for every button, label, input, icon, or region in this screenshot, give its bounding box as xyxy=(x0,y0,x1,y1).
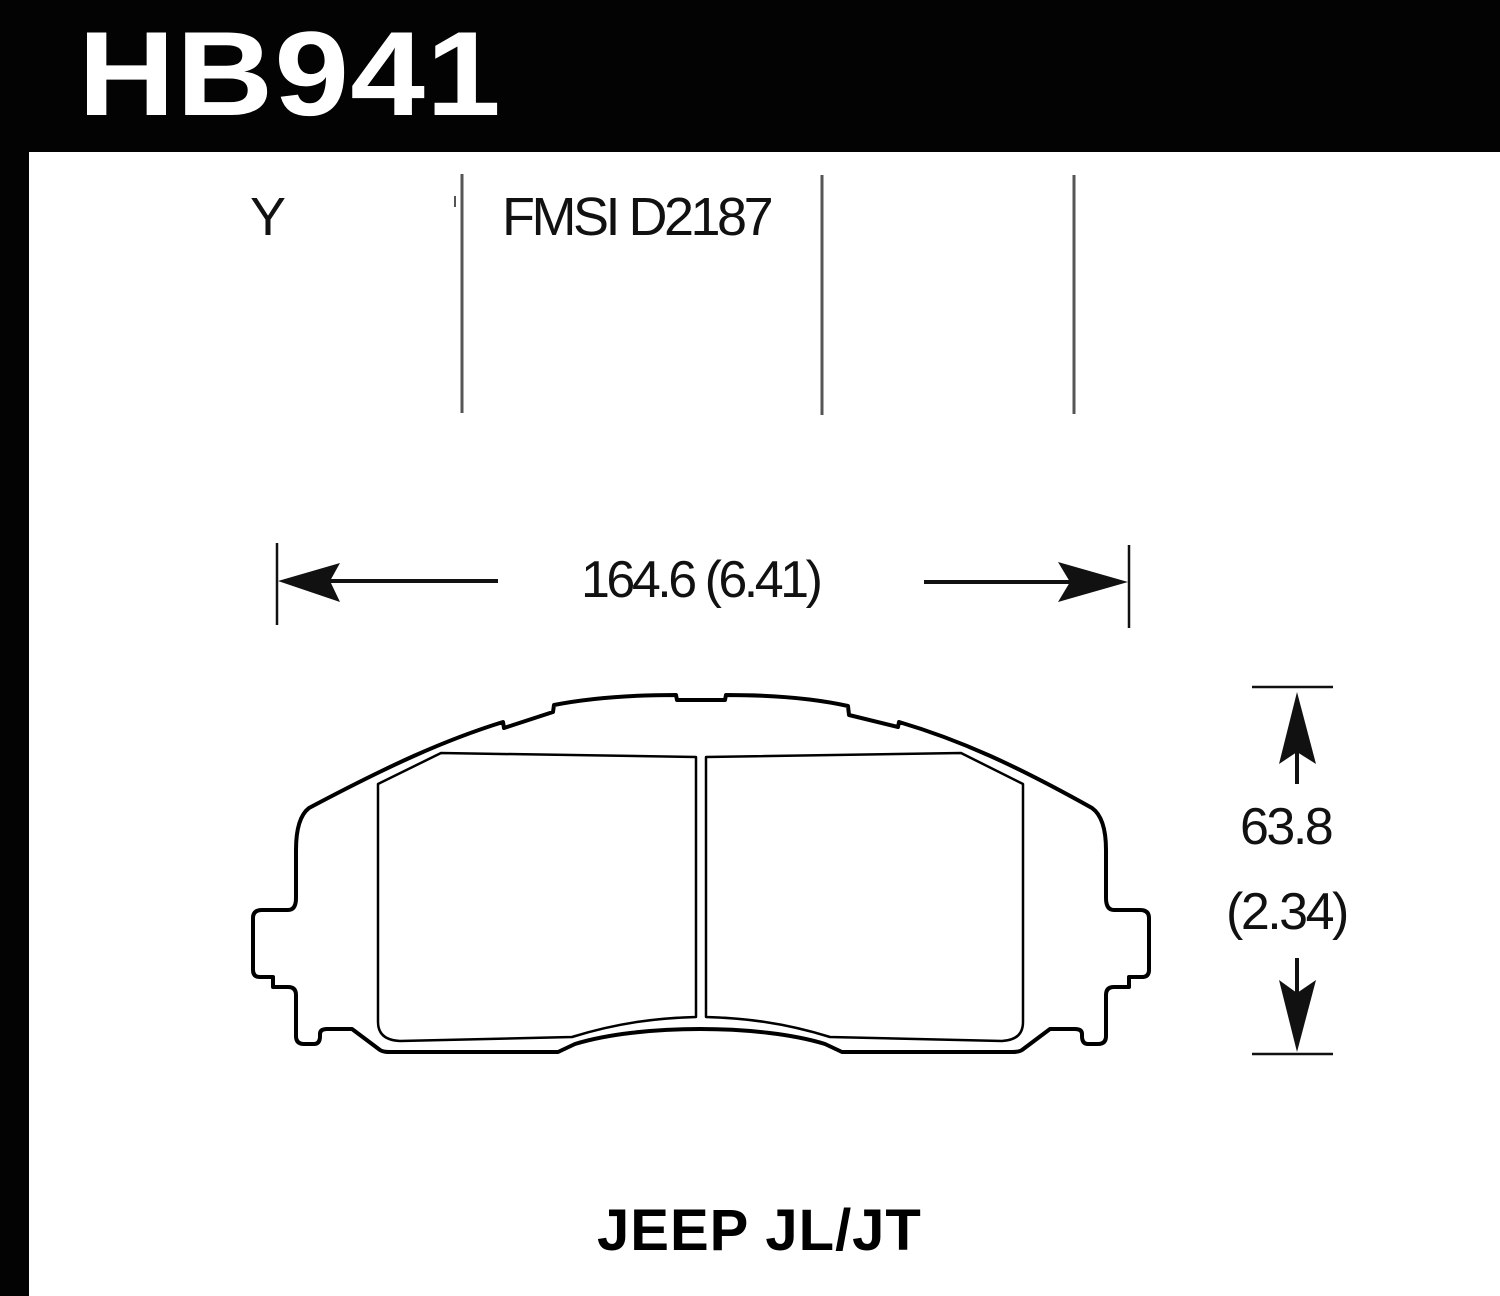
width-dimension-line xyxy=(275,543,1131,628)
position-code-label: Y xyxy=(250,187,287,247)
left-border xyxy=(0,0,29,1296)
height-dimension-mm-label: 63.8 xyxy=(1240,798,1334,856)
vehicle-application-label: JEEP JL/JT xyxy=(597,1198,922,1263)
arrow-up-icon xyxy=(1279,692,1316,764)
arrow-left-icon xyxy=(278,563,340,602)
arrow-right-icon xyxy=(1058,562,1128,602)
header-band xyxy=(0,0,1500,152)
friction-pad-right xyxy=(704,751,1025,1043)
part-number-title: HB941 xyxy=(78,7,502,141)
fmsi-label: FMSI D2187 xyxy=(502,187,774,247)
height-dimension-line xyxy=(1252,685,1333,1056)
arrow-down-icon xyxy=(1279,980,1316,1052)
width-dimension-label: 164.6 (6.41) xyxy=(581,551,823,609)
height-dimension-in-label: (2.34) xyxy=(1226,883,1349,941)
backing-plate-outline xyxy=(251,693,1151,1054)
friction-pad-left xyxy=(376,751,698,1043)
spec-row-dividers xyxy=(454,174,1076,415)
